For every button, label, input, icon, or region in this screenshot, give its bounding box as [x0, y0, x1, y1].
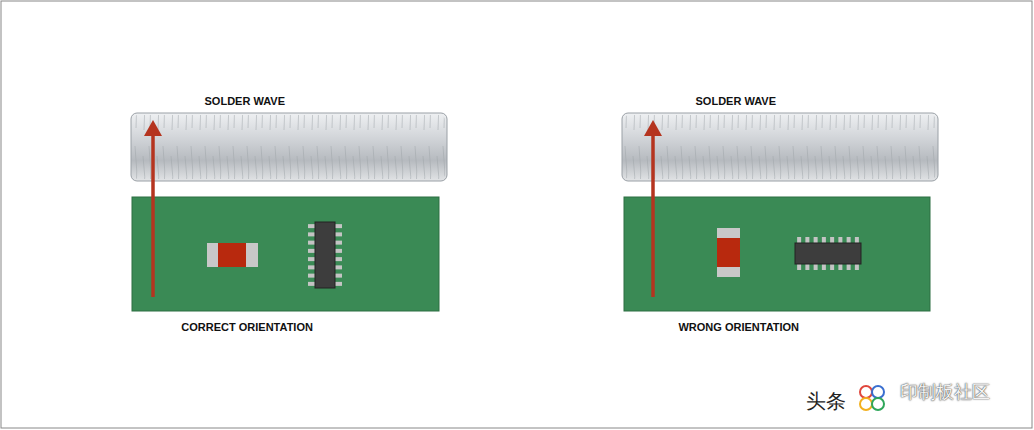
watermark-logo — [860, 386, 884, 410]
arrow-head — [144, 120, 162, 136]
pcb — [624, 197, 930, 311]
watermark: 印制板社区 — [900, 380, 990, 404]
chip-resistor — [207, 243, 258, 267]
solder-wave: SOLDER WAVE — [131, 113, 447, 181]
wave-label: SOLDER WAVE — [205, 95, 285, 107]
wave-texture — [133, 115, 445, 179]
orientation-label: WRONG ORIENTATION — [678, 321, 799, 333]
watermark: 头条 — [806, 388, 846, 415]
arrow-head — [644, 120, 662, 136]
solder-wave — [622, 113, 938, 181]
resistor-body — [218, 243, 246, 267]
solder-wave — [131, 113, 447, 181]
orientation-label: CORRECT ORIENTATION — [181, 321, 313, 333]
resistor-body — [717, 238, 740, 267]
solder-wave: SOLDER WAVE — [622, 113, 938, 181]
pcb-board: CORRECT ORIENTATION — [132, 197, 439, 311]
pcb — [132, 197, 439, 311]
wave-label: SOLDER WAVE — [696, 95, 776, 107]
travel-arrow — [651, 132, 655, 297]
chip-resistor — [717, 228, 740, 277]
travel-arrow — [151, 132, 155, 297]
ic-package — [308, 222, 342, 288]
pcb-board: WRONG ORIENTATION — [624, 197, 930, 311]
ic-package — [795, 237, 861, 270]
wave-texture — [624, 115, 936, 179]
